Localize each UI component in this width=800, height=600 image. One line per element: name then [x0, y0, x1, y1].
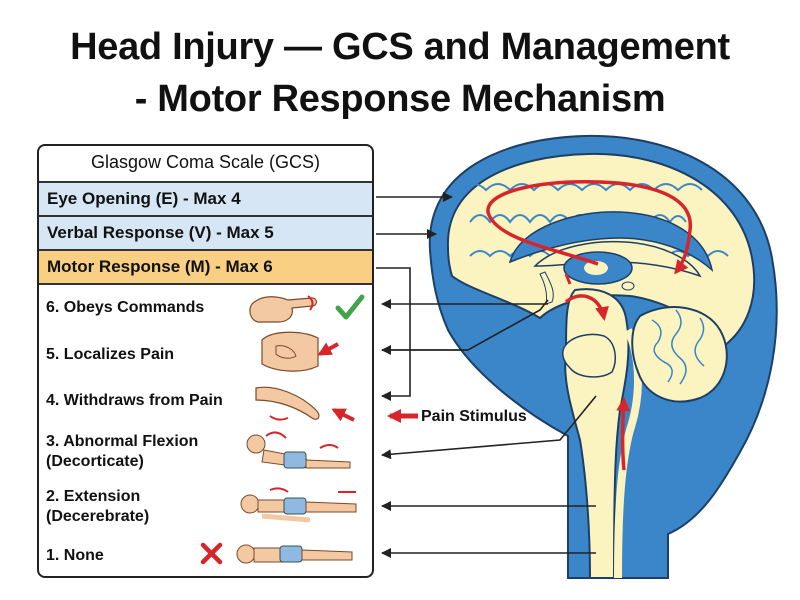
motor-item-1-label: 1. None	[46, 547, 104, 564]
motor-item-4: 4. Withdraws from Pain	[46, 391, 223, 411]
motor-item-6: 6. Obeys Commands	[46, 298, 204, 318]
page-title-line2: - Motor Response Mechanism	[134, 78, 666, 120]
verbal-response-row: Verbal Response (V) - Max 5	[39, 215, 372, 249]
motor-item-4-label: 4. Withdraws from Pain	[46, 392, 223, 409]
motor-item-2-label: 2. Extension	[46, 488, 141, 505]
motor-item-2: 2. Extension (Decerebrate)	[46, 487, 149, 527]
motor-item-5: 5. Localizes Pain	[46, 345, 174, 365]
obeys-commands-hand	[249, 295, 318, 323]
motor-item-2-sublabel: (Decerebrate)	[46, 508, 150, 525]
cortical-loop-arrow	[486, 180, 692, 275]
check-icon	[335, 294, 365, 320]
decerebrate-figure	[240, 487, 357, 523]
connector-arrows	[376, 192, 597, 558]
motor-response-row: Motor Response (M) - Max 6	[39, 249, 372, 285]
motor-item-6-label: 6. Obeys Commands	[46, 299, 205, 316]
brain-illustration	[428, 134, 778, 579]
no-response-figure	[236, 544, 353, 564]
motor-item-5-label: 5. Localizes Pain	[46, 346, 175, 363]
eye-opening-row: Eye Opening (E) - Max 4	[39, 181, 372, 215]
motor-item-1: 1. None	[46, 546, 104, 566]
localizes-pain-figure	[261, 331, 339, 372]
ascending-tract-arrow	[616, 397, 631, 471]
page-title-line1: Head Injury — GCS and Management	[70, 26, 730, 68]
decorticate-figure	[246, 431, 351, 469]
withdraws-figure	[255, 386, 355, 422]
pain-stimulus-label: Pain Stimulus	[421, 408, 527, 425]
motor-item-3-label: 3. Abnormal Flexion	[46, 433, 199, 450]
gcs-title: Glasgow Coma Scale (GCS)	[90, 152, 321, 172]
cerebellum	[631, 306, 728, 403]
cross-icon	[200, 542, 223, 565]
motor-item-3: 3. Abnormal Flexion (Decorticate)	[46, 432, 198, 472]
motor-item-3-sublabel: (Decorticate)	[46, 453, 144, 470]
